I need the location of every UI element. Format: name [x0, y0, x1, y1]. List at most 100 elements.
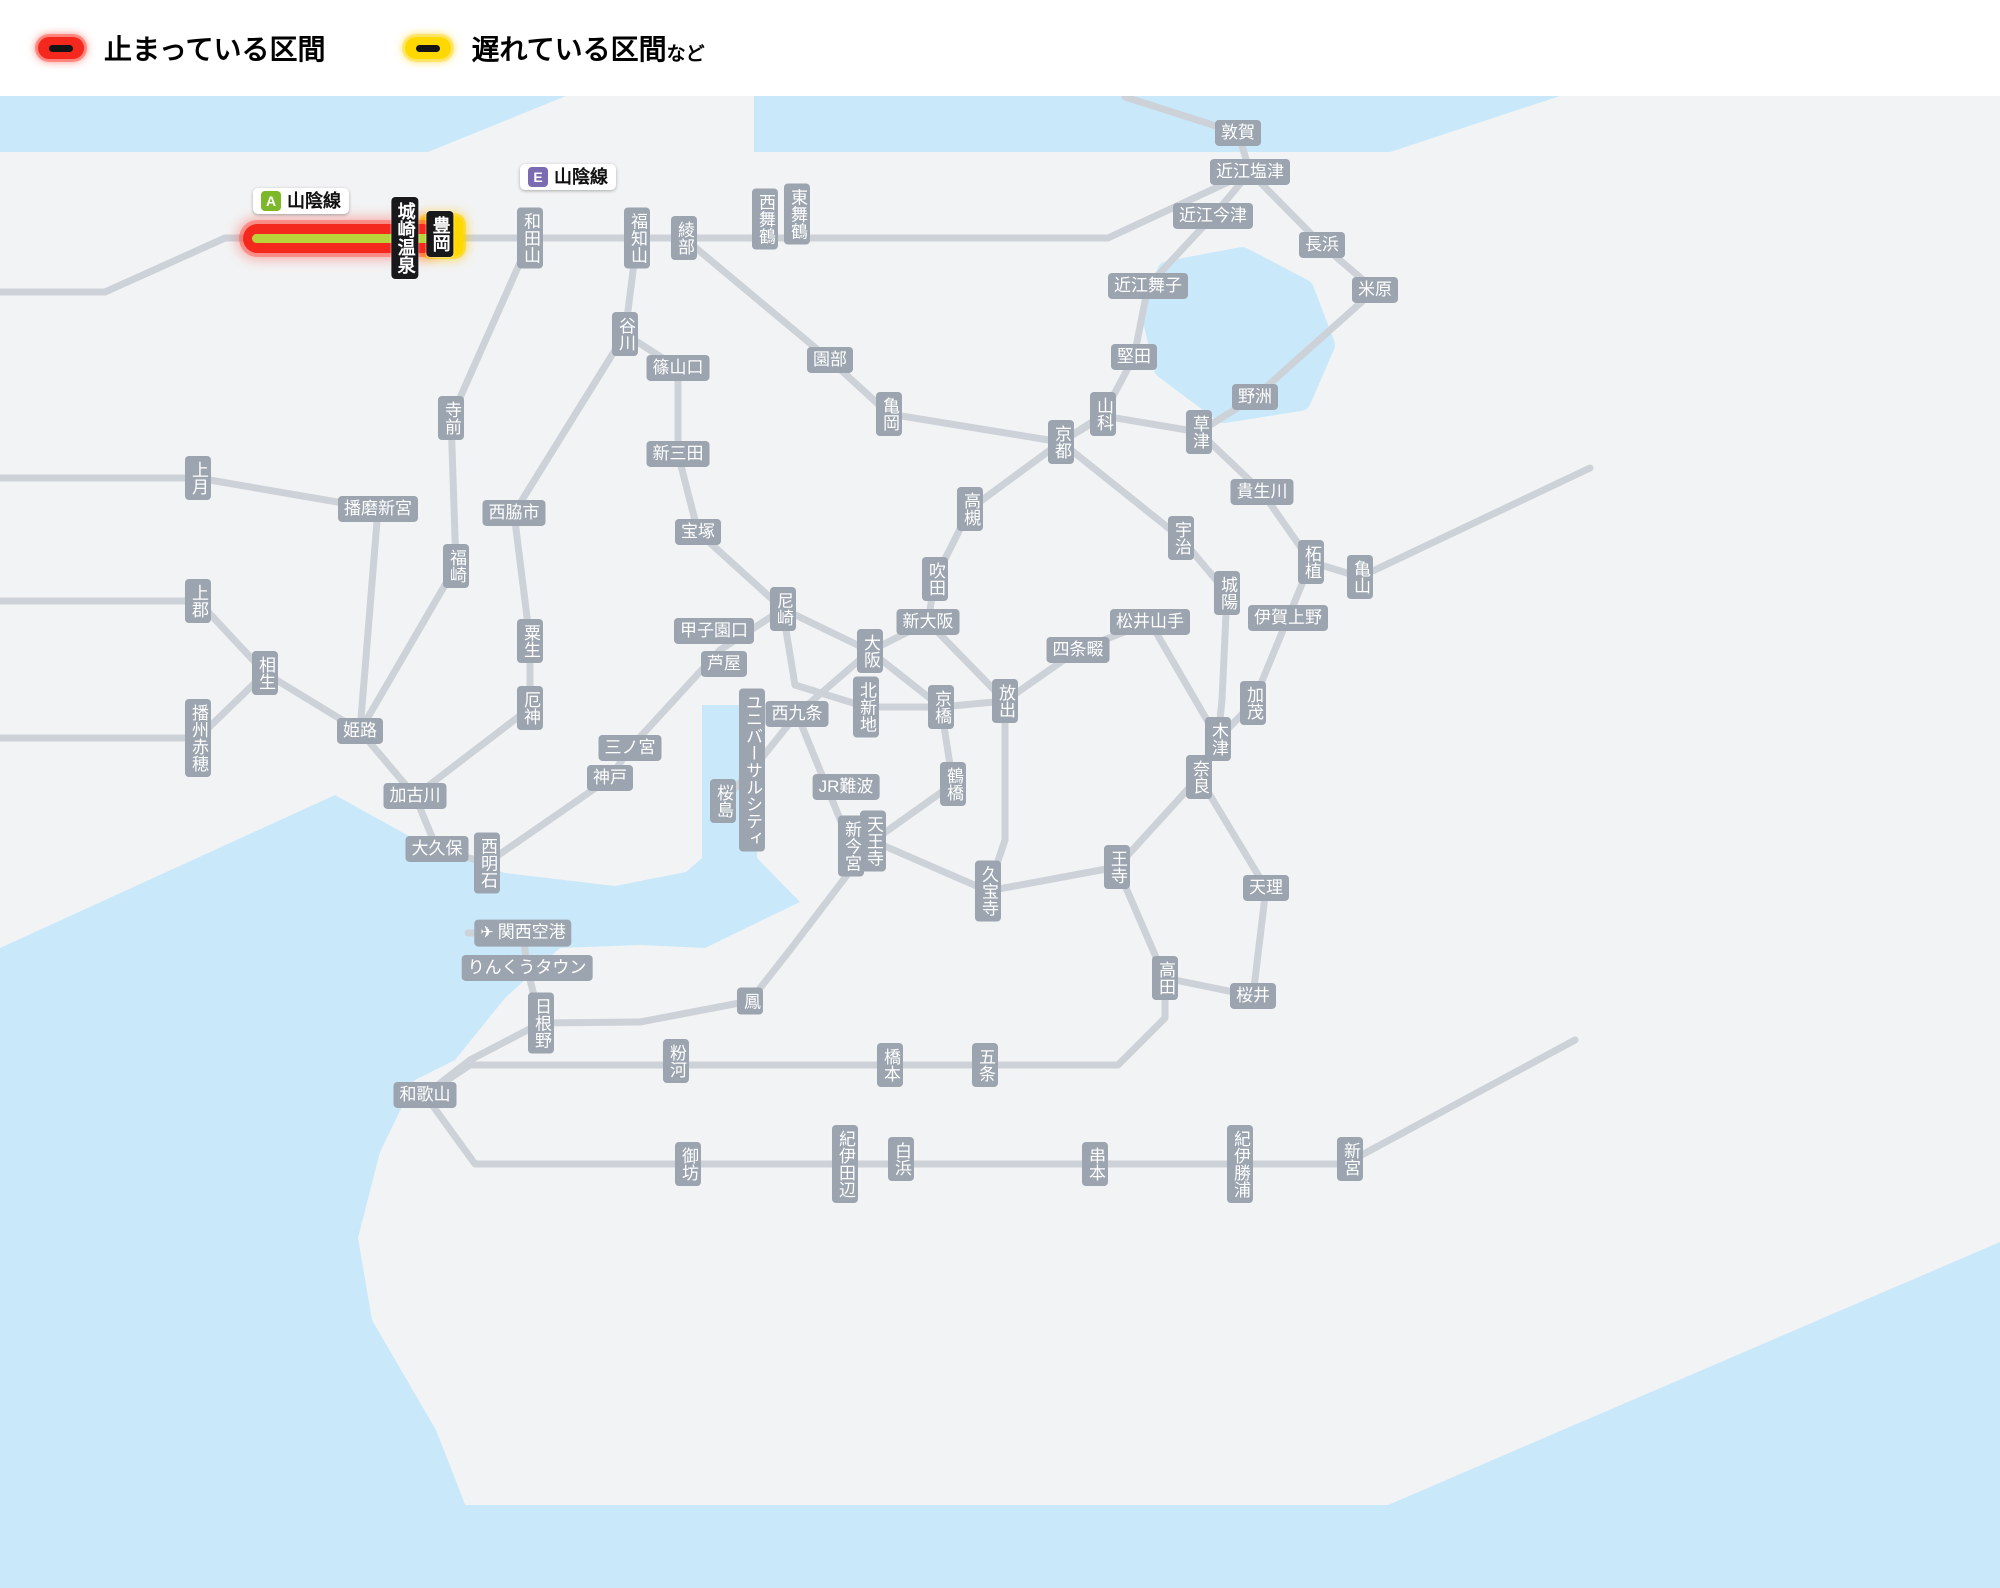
station-label: 尼崎 — [769, 587, 797, 631]
station-label: 串本 — [1081, 1142, 1109, 1186]
station-label: 神戸 — [587, 764, 633, 792]
water-north-sea — [0, 96, 1560, 152]
station-label: 五条 — [971, 1043, 999, 1087]
station-label: 京橋 — [927, 685, 955, 729]
delayed-line-sample — [405, 37, 452, 59]
station-label: 粉河 — [662, 1039, 690, 1083]
station-label: 福崎 — [442, 544, 470, 588]
station-label: 園部 — [807, 346, 853, 374]
rail-sanin-main — [0, 168, 1254, 296]
line-name-label: 山陰線 — [287, 191, 341, 211]
rail-segment-icon — [49, 44, 73, 52]
station-label: 和歌山 — [393, 1081, 457, 1109]
station-label: 篠山口 — [646, 354, 710, 382]
station-label: 放出 — [991, 679, 1019, 723]
station-label: 粟生 — [516, 619, 544, 663]
station-label: 御坊 — [674, 1142, 702, 1186]
rail-sakurai-line — [1161, 773, 1270, 1000]
rail-east-offmap — [1356, 464, 1594, 581]
station-label: 橋本 — [876, 1043, 904, 1087]
station-label: 松井山手 — [1110, 608, 1190, 636]
station-label: 長浜 — [1299, 231, 1345, 259]
station-label: JR難波 — [812, 773, 880, 801]
station-label: 新今宮 — [837, 815, 865, 877]
water-osaka-bay — [0, 705, 800, 1512]
station-label: 亀岡 — [875, 392, 903, 436]
station-label: 貴生川 — [1230, 478, 1294, 506]
rail-kusatsu — [1195, 428, 1364, 581]
delayed-legend-label: 遅れている区間 — [471, 34, 667, 65]
station-label: 大阪 — [856, 629, 884, 673]
station-label: 草津 — [1185, 410, 1213, 454]
station-label: 三ノ宮 — [598, 734, 662, 762]
station-label: 綾部 — [670, 216, 698, 260]
station-label: 上月 — [184, 456, 212, 500]
station-label: 天理 — [1243, 874, 1289, 902]
station-label: 甲子園口 — [674, 617, 754, 645]
station-label: 芦屋 — [701, 650, 747, 678]
station-label: 鳳 — [736, 987, 764, 1015]
station-label: 近江今津 — [1173, 202, 1253, 230]
station-label: 高田 — [1151, 956, 1179, 1000]
line-badge-e: E 山陰線 — [520, 164, 616, 190]
station-label: ユニバーサルシティ — [738, 688, 766, 852]
alert-station-label: 城崎温泉 — [391, 197, 419, 279]
station-label: 西脇市 — [482, 499, 546, 527]
station-label: 米原 — [1352, 276, 1398, 304]
station-label: 寺前 — [437, 396, 465, 440]
station-label: 京都 — [1047, 420, 1075, 464]
station-label: 紀伊勝浦 — [1226, 1125, 1254, 1203]
station-label: 鶴橋 — [939, 762, 967, 806]
station-label: 白浜 — [887, 1137, 915, 1181]
station-label: 厄神 — [516, 686, 544, 730]
rail-segment-icon — [416, 44, 441, 52]
line-symbol-a: A — [261, 191, 281, 211]
station-label: 加茂 — [1239, 681, 1267, 725]
station-label: 吹田 — [921, 557, 949, 601]
station-label: 柘植 — [1297, 540, 1325, 584]
station-label: 近江塩津 — [1210, 158, 1290, 186]
station-label: 西舞鶴 — [751, 188, 779, 250]
station-label: 上郡 — [184, 579, 212, 623]
stopped-legend-label: 止まっている区間 — [104, 34, 326, 65]
airplane-icon: ✈ — [480, 924, 494, 942]
station-label: 宝塚 — [675, 518, 721, 546]
station-label: 加古川 — [383, 782, 447, 810]
station-label: 近江舞子 — [1108, 272, 1188, 300]
station-label: 久宝寺 — [974, 860, 1002, 922]
rail-hanwa — [421, 837, 877, 1099]
station-label: 桜島 — [709, 779, 737, 823]
legend: 止まっている区間 遅れている区間 など — [0, 0, 2000, 96]
station-label: 四条畷 — [1046, 636, 1110, 664]
station-label: 西明石 — [473, 832, 501, 894]
station-label: 伊賀上野 — [1248, 604, 1328, 632]
station-label: 播州赤穂 — [184, 699, 212, 777]
station-label: 日根野 — [527, 992, 555, 1054]
station-label: 和田山 — [516, 207, 544, 269]
land-north-peninsula — [428, 96, 754, 152]
station-label: 野洲 — [1232, 383, 1278, 411]
station-label: 相生 — [251, 651, 279, 695]
station-label: 堅田 — [1111, 343, 1157, 371]
station-label: 西九条 — [765, 700, 829, 728]
water-south-sea — [0, 1242, 2000, 1588]
station-label: 新大阪 — [896, 608, 960, 636]
station-label: 大久保 — [405, 835, 469, 863]
line-symbol-e: E — [528, 167, 548, 187]
rail-yamatoji — [869, 773, 1203, 895]
station-label: 亀山 — [1346, 555, 1374, 599]
station-label: 福知山 — [623, 207, 651, 269]
station-label: 高槻 — [956, 487, 984, 531]
delayed-legend-suffix: など — [666, 43, 705, 65]
station-label: 東舞鶴 — [783, 183, 811, 245]
station-label: 王寺 — [1103, 845, 1131, 889]
station-label: 北新地 — [852, 676, 880, 738]
station-label: 天王寺 — [859, 810, 887, 872]
station-label: 谷川 — [611, 312, 639, 356]
rail-bantan — [356, 236, 534, 735]
station-label: 播磨新宮 — [338, 495, 418, 523]
station-label: 宇治 — [1167, 516, 1195, 560]
line-name-label: 山陰線 — [554, 167, 608, 187]
alert-station-label: 豊岡 — [426, 211, 454, 257]
